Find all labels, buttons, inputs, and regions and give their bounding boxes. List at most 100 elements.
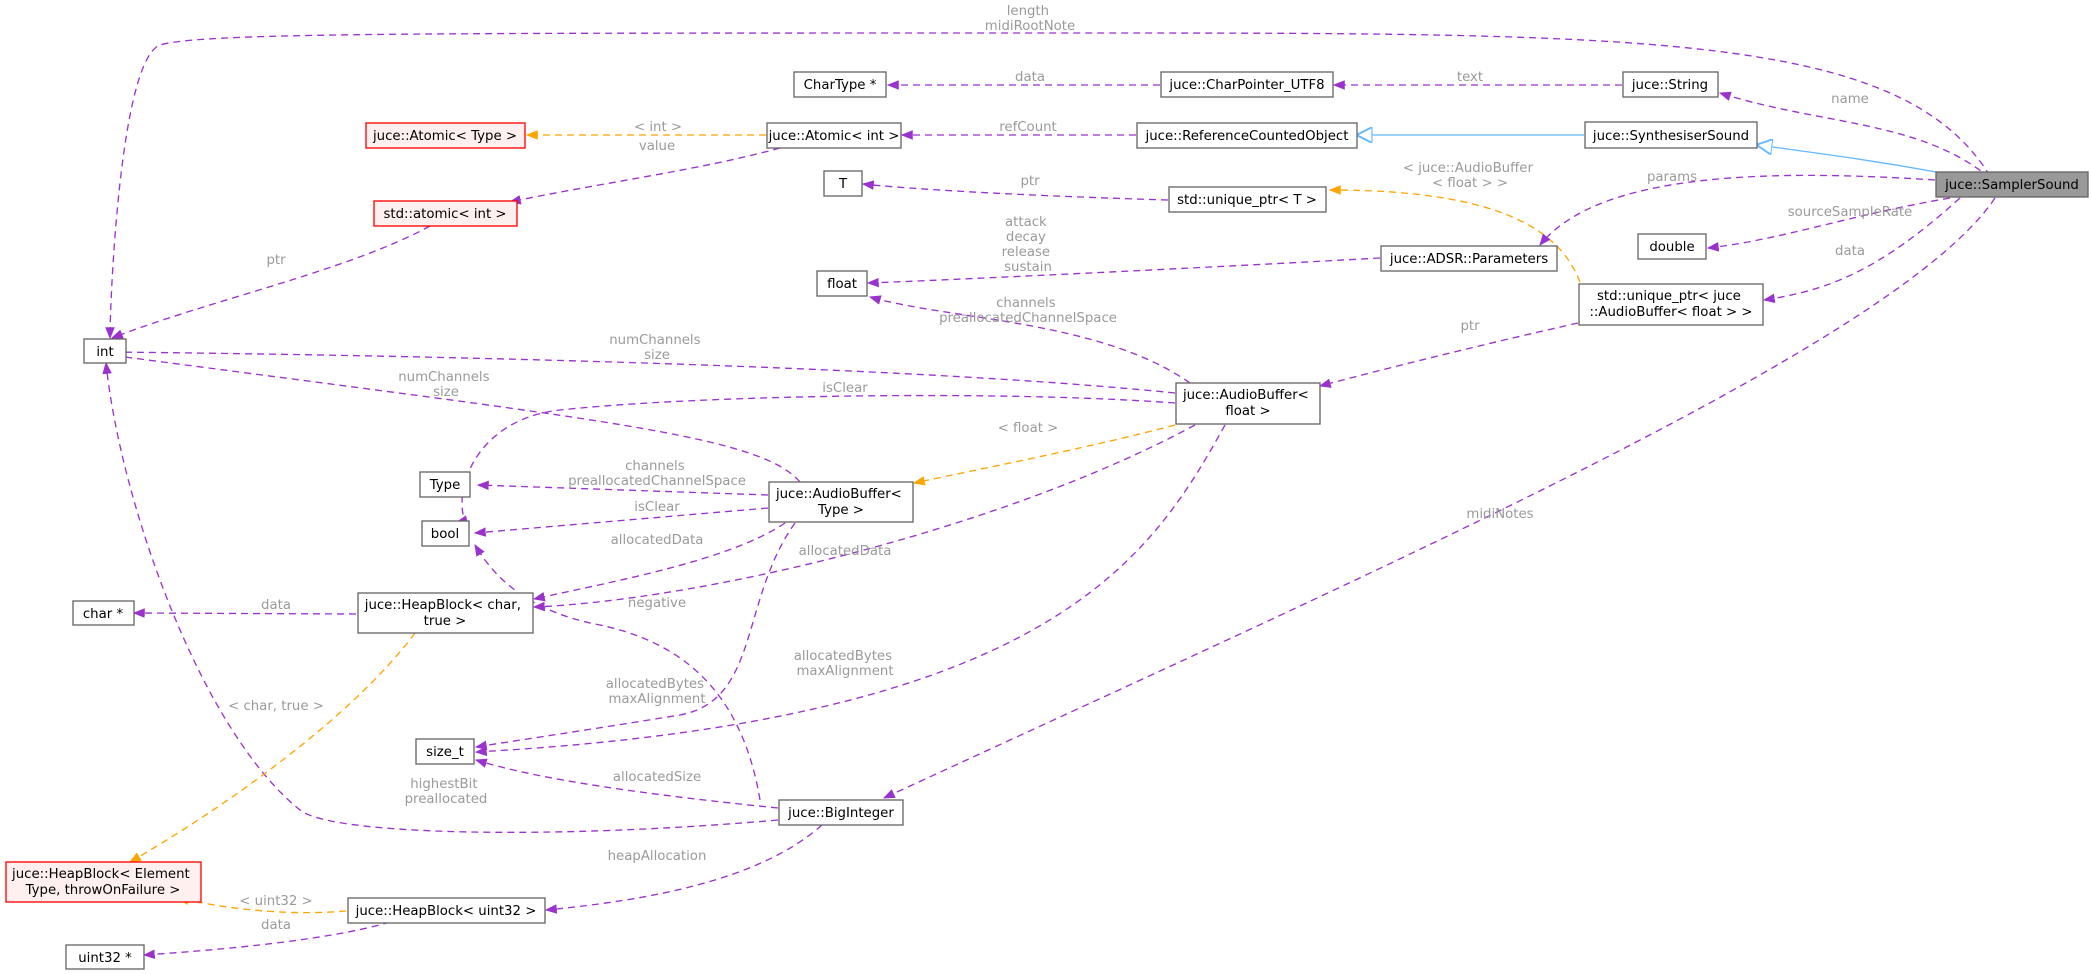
svg-text:uint32 *: uint32 * [78, 951, 132, 966]
label-source-sample-rate: sourceSampleRate [1788, 205, 1913, 220]
node-synthsound[interactable]: juce::SynthesiserSound [1584, 121, 1758, 149]
svg-text:bool: bool [431, 527, 459, 542]
svg-text:juce::Atomic< Type >: juce::Atomic< Type > [372, 129, 517, 144]
label-ptr-audiobuffer: ptr [1460, 319, 1480, 334]
label-allocated-bytes-type: allocatedBytes maxAlignment [606, 677, 709, 707]
node-adsr-params[interactable]: juce::ADSR::Parameters [1380, 245, 1558, 272]
label-text: text [1457, 70, 1483, 85]
edge-abtype-bool [473, 507, 769, 537]
svg-text:Type: Type [429, 478, 461, 493]
node-string[interactable]: juce::String [1622, 71, 1719, 98]
edge-uniqueptr-T [861, 180, 1169, 201]
svg-text:juce::CharPointer_UTF8: juce::CharPointer_UTF8 [1168, 78, 1324, 93]
node-int[interactable]: int [83, 338, 127, 364]
label-allocated-bytes-float: allocatedBytes maxAlignment [794, 649, 897, 679]
nodes: int char * uint32 * juce::HeapBlock< Ele… [5, 71, 2089, 970]
edge-abfloat-sizet [474, 424, 1226, 757]
label-data-chartype: data [1015, 70, 1045, 85]
svg-text:juce::Atomic< int >: juce::Atomic< int > [768, 129, 900, 144]
node-samplersound[interactable]: juce::SamplerSound [1935, 171, 2089, 198]
svg-text:juce::HeapBlock< uint32 >: juce::HeapBlock< uint32 > [355, 904, 537, 919]
node-bool[interactable]: bool [421, 520, 470, 547]
node-unique-ptr-T[interactable]: std::unique_ptr< T > [1168, 186, 1327, 213]
edge-stdatomic-int [110, 225, 431, 339]
svg-text:juce::SamplerSound: juce::SamplerSound [1944, 178, 2079, 193]
node-double[interactable]: double [1637, 233, 1707, 260]
svg-text:std::unique_ptr< juce: std::unique_ptr< juce ::AudioBuffer< flo… [1589, 289, 1752, 320]
svg-text:juce::HeapBlock< char,: juce::HeapBlock< char, true > [364, 598, 526, 629]
svg-text:char *: char * [83, 607, 124, 622]
node-atomic-type[interactable]: juce::Atomic< Type > [365, 122, 526, 149]
edge-samplersound-uniqueptr-ab [1762, 197, 1961, 304]
svg-text:std::atomic< int >: std::atomic< int > [383, 207, 506, 222]
label-ptr-T: ptr [1020, 174, 1040, 189]
edge-abtype-type [476, 480, 769, 496]
node-char-ptr[interactable]: char * [72, 600, 135, 626]
svg-text:juce::BigInteger: juce::BigInteger [787, 806, 894, 821]
svg-text:std::unique_ptr< T >: std::unique_ptr< T > [1177, 193, 1317, 208]
node-unique-ptr-audiobuffer[interactable]: std::unique_ptr< juce ::AudioBuffer< flo… [1578, 283, 1764, 326]
node-T[interactable]: T [823, 170, 863, 197]
label-data-unique: data [1835, 244, 1865, 259]
edge-biginteger-heapuint32 [544, 824, 823, 914]
svg-text:juce::String: juce::String [1631, 78, 1708, 93]
edge-samplersound-biginteger [882, 197, 1996, 799]
label-data-uint32: data [261, 918, 291, 933]
edge-abfloat-int [108, 347, 1176, 394]
label-template-float: < float > [998, 421, 1059, 436]
label-template-int: < int > [634, 120, 682, 135]
svg-text:int: int [96, 345, 113, 360]
node-heapblock-generic[interactable]: juce::HeapBlock< Element Type, throwOnFa… [5, 861, 202, 903]
svg-text:double: double [1649, 240, 1694, 255]
edge-abtype-sizet [474, 522, 796, 751]
label-length-midiroot: length midiRootNote [985, 4, 1075, 34]
label-heap-allocation: heapAllocation [608, 849, 707, 864]
node-float[interactable]: float [816, 270, 868, 297]
label-name: name [1831, 92, 1869, 107]
edge-uniqueptr-ab-uniqueptr-T [1328, 185, 1581, 283]
edge-samplersound-string [1718, 91, 1991, 179]
label-numchannels-type: numChannels size [398, 370, 494, 400]
node-refcounted[interactable]: juce::ReferenceCountedObject [1136, 122, 1358, 149]
svg-text:juce::AudioBuffer< flo: juce::AudioBuffer< float > [1182, 388, 1313, 419]
node-chartype-ptr[interactable]: CharType * [793, 71, 887, 98]
edge-abtype-heapchar [532, 522, 786, 602]
edge-heapchar-charptr [132, 608, 357, 618]
svg-text:juce::SynthesiserSound: juce::SynthesiserSound [1592, 129, 1749, 144]
svg-text:CharType *: CharType * [804, 78, 877, 93]
label-channels-float: channels preallocatedChannelSpace [939, 296, 1117, 326]
node-biginteger[interactable]: juce::BigInteger [778, 799, 904, 826]
node-std-atomic[interactable]: std::atomic< int > [373, 200, 518, 227]
label-negative: negative [628, 596, 686, 611]
edge-biginteger-bool [474, 543, 761, 801]
label-value: value [639, 139, 675, 154]
edge-samplersound-synthsound [1758, 145, 1937, 173]
node-size-t[interactable]: size_t [415, 738, 475, 765]
label-allocated-data-float: allocatedData [799, 544, 892, 559]
node-type[interactable]: Type [419, 471, 471, 498]
label-numchannels-float: numChannels size [609, 333, 705, 363]
edge-labels: length midiRootNote data text name < int… [228, 4, 1912, 933]
label-channels-type: channels preallocatedChannelSpace [568, 459, 746, 489]
edge-samplersound-adsr [1539, 174, 1936, 246]
node-heapblock-char[interactable]: juce::HeapBlock< char, true > [357, 592, 534, 634]
node-atomic-int[interactable]: juce::Atomic< int > [766, 122, 902, 149]
edge-samplersound-double [1706, 197, 1951, 252]
svg-text:juce::ReferenceCountedObject: juce::ReferenceCountedObject [1145, 129, 1349, 144]
node-heapblock-uint32[interactable]: juce::HeapBlock< uint32 > [347, 897, 546, 924]
node-charpointer[interactable]: juce::CharPointer_UTF8 [1160, 71, 1334, 98]
svg-text:juce::ADSR::Parameters: juce::ADSR::Parameters [1389, 252, 1548, 267]
label-template-uint32: < uint32 > [239, 894, 312, 909]
edge-abfloat-heapchar [532, 424, 1196, 612]
label-isclear-float: isClear [822, 381, 868, 396]
node-audiobuffer-type[interactable]: juce::AudioBuffer< Type > [768, 481, 914, 523]
svg-text:size_t: size_t [426, 745, 464, 760]
edge-adsr-float [866, 257, 1381, 288]
node-audiobuffer-float[interactable]: juce::AudioBuffer< float > [1175, 382, 1321, 425]
label-refcount: refCount [999, 120, 1057, 135]
svg-text:float: float [827, 277, 857, 292]
svg-text:T: T [838, 177, 848, 192]
edge-samplersound-int-length [105, 32, 1991, 340]
node-uint32-ptr[interactable]: uint32 * [65, 944, 145, 970]
